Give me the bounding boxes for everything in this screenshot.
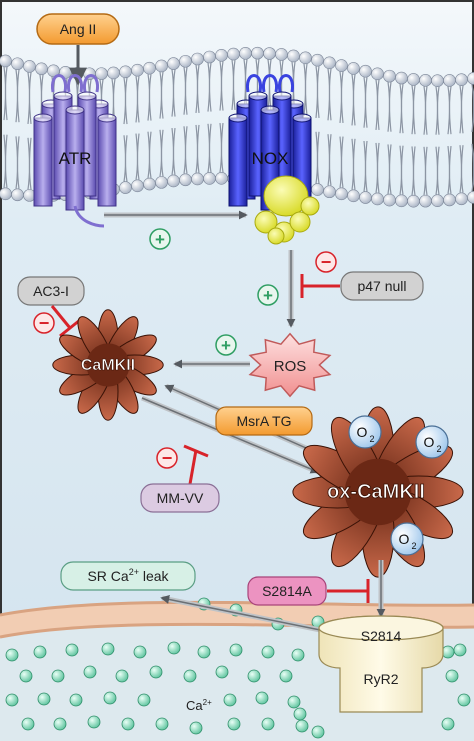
- svg-text:−: −: [321, 252, 332, 272]
- ox-camkii-label: ox-CaMKII: [327, 481, 425, 503]
- plus-sign-ros: +: [215, 334, 237, 356]
- ryr2-channel: [318, 615, 444, 713]
- ac3-i-label: AC3-I: [33, 283, 69, 299]
- minus-sign-ac3: −: [33, 312, 55, 334]
- nox-complex: [228, 74, 320, 245]
- svg-text:2: 2: [411, 541, 416, 551]
- svg-text:−: −: [162, 448, 173, 468]
- svg-text:O: O: [424, 434, 435, 450]
- atr-receptor: [33, 74, 117, 228]
- ryr2-label: RyR2: [363, 671, 398, 687]
- ac3-i-node: [17, 276, 85, 306]
- svg-text:+: +: [155, 230, 165, 249]
- ac3-inhibit-line: [50, 305, 72, 329]
- svg-text:2: 2: [369, 434, 374, 444]
- o2-molecule-1: O 2: [348, 415, 382, 449]
- mm-vv-label: MM-VV: [157, 490, 204, 506]
- mmvv-inhibit-line: [188, 449, 198, 485]
- ac3-inhibit-bar: [59, 318, 81, 338]
- ang-ii-node: [36, 13, 120, 45]
- calcium-ions: [5, 597, 471, 739]
- ros-node: [248, 332, 332, 398]
- p47-null-label: p47 null: [357, 278, 406, 294]
- s2814-label: S2814: [361, 628, 402, 644]
- sr-ca-leak-node: [60, 561, 196, 591]
- atr-label: ATR: [59, 149, 92, 168]
- minus-sign-p47: −: [315, 251, 337, 273]
- p47-null-node: [340, 271, 424, 301]
- ca-label: Ca2+: [186, 698, 212, 713]
- minus-sign-mmvv: −: [156, 447, 178, 469]
- sr-ca-leak-label: SR Ca2+ leak: [87, 567, 169, 584]
- o2-molecule-3: O 2: [390, 522, 424, 556]
- s2814a-node: [247, 576, 327, 606]
- camkii-label: CaMKII: [81, 357, 135, 374]
- svg-text:2: 2: [436, 444, 441, 454]
- svg-text:O: O: [399, 531, 410, 547]
- svg-text:−: −: [39, 313, 50, 333]
- mm-vv-node: [140, 483, 220, 513]
- ang-ii-label: Ang II: [60, 21, 97, 37]
- sr-membrane-edge: [0, 600, 474, 617]
- leak-arrow: [160, 595, 341, 635]
- camkii-node: [52, 309, 164, 421]
- mmvv-inhibit-bar: [183, 444, 209, 458]
- nox-label: NOX: [252, 149, 289, 168]
- o2-molecule-2: O 2: [415, 425, 449, 459]
- svg-text:+: +: [263, 286, 273, 305]
- svg-text:O: O: [357, 424, 368, 440]
- msra-tg-label: MsrA TG: [237, 413, 292, 429]
- plus-sign-nox: +: [257, 284, 279, 306]
- msra-tg-node: [215, 406, 313, 436]
- ros-label: ROS: [274, 358, 307, 375]
- s2814a-label: S2814A: [262, 583, 312, 599]
- plus-sign-atr: +: [149, 228, 171, 250]
- svg-text:+: +: [221, 336, 231, 355]
